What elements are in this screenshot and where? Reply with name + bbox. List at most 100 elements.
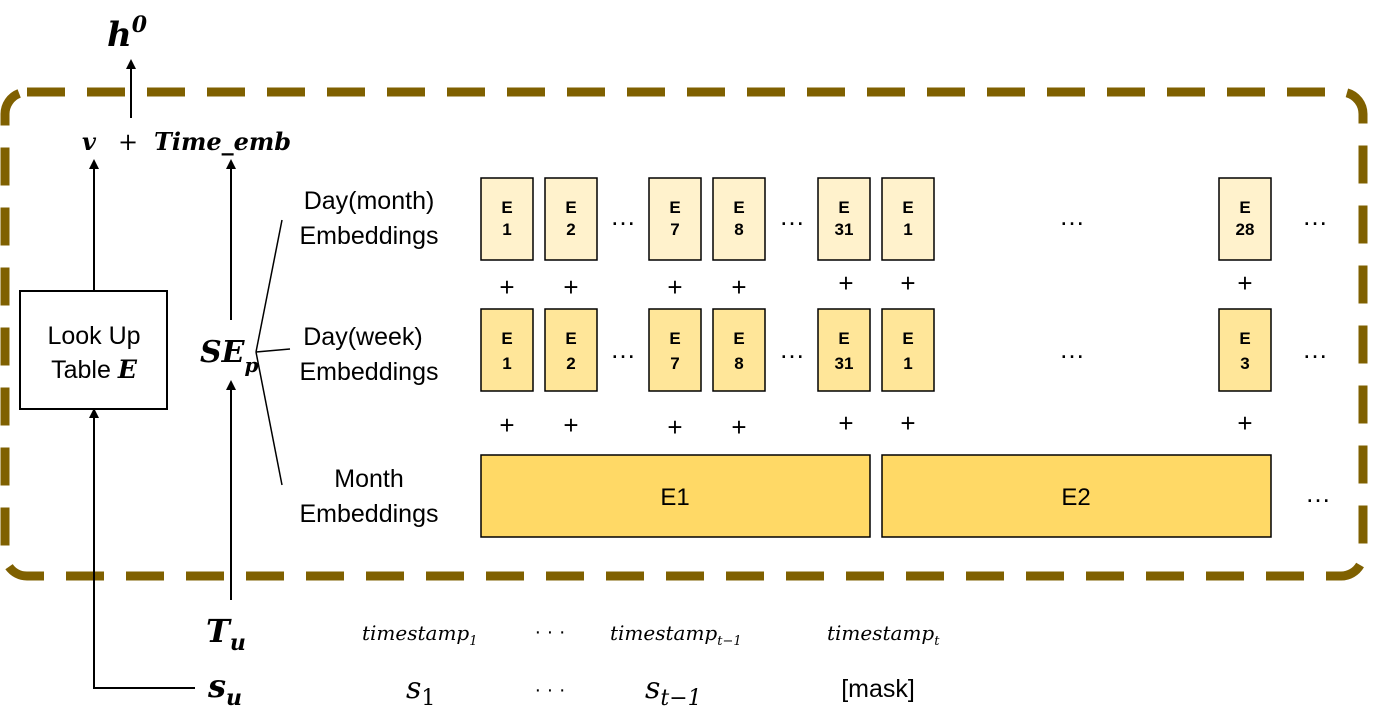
output-h0: h0 <box>107 12 148 55</box>
svg-text:28: 28 <box>1236 220 1255 239</box>
day-week-row: E 1 E 2 … E 7 E 8 … E 31 E 1 … <box>480 308 1328 392</box>
plus-sign: + <box>563 272 578 302</box>
day-month-ellipsis: … <box>610 201 636 231</box>
month-label-2: Embeddings <box>300 500 439 528</box>
plus-sign: + <box>838 268 853 298</box>
svg-text:E: E <box>902 198 913 217</box>
month-row: E1 E2 … <box>480 454 1331 538</box>
day-week-cell: E 3 <box>1218 308 1272 392</box>
svg-text:E1: E1 <box>660 484 689 511</box>
svg-text:1: 1 <box>903 354 912 373</box>
day-month-ellipsis: … <box>779 201 805 231</box>
day-week-cell: E 31 <box>817 308 871 392</box>
svg-text:E: E <box>733 329 744 348</box>
day-month-cell: E 31 <box>817 177 871 261</box>
svg-text:8: 8 <box>734 354 743 373</box>
plus-sign: + <box>667 272 682 302</box>
day-week-label-1: Day(week) <box>303 323 422 351</box>
day-month-cell: E 28 <box>1218 177 1272 261</box>
svg-text:1: 1 <box>502 220 511 239</box>
mask-token: [mask] <box>841 675 915 703</box>
lookup-table-box <box>19 290 168 410</box>
day-month-cell: E 1 <box>881 177 935 261</box>
svg-text:31: 31 <box>835 354 854 373</box>
month-label-1: Month <box>334 465 403 493</box>
day-week-ellipsis: … <box>1302 334 1328 364</box>
embedding-module-border <box>0 87 1368 581</box>
day-week-cell: E 2 <box>544 308 598 392</box>
month-block: E1 <box>480 454 871 538</box>
svg-text:2: 2 <box>566 220 575 239</box>
timestamp-ellipsis: · · · <box>534 621 565 643</box>
plus-sign: + <box>499 410 514 440</box>
svg-text:7: 7 <box>670 220 679 239</box>
month-ellipsis: … <box>1305 478 1331 508</box>
plus-sign: + <box>499 272 514 302</box>
svg-text:31: 31 <box>835 220 854 239</box>
svg-text:E: E <box>565 198 576 217</box>
day-week-label-2: Embeddings <box>300 358 439 386</box>
plus-sign: + <box>667 412 682 442</box>
day-week-ellipsis: … <box>610 334 636 364</box>
svg-text:E: E <box>669 329 680 348</box>
svg-text:E: E <box>838 198 849 217</box>
fan-line-day-week <box>255 348 291 353</box>
timestamp-t-minus-1: timestampt−1 <box>610 621 742 649</box>
day-month-label-1: Day(month) <box>304 187 435 215</box>
plus-sign: + <box>900 268 915 298</box>
timestamp-1: timestamp1 <box>362 621 478 649</box>
plus-sign: + <box>563 410 578 440</box>
time-input-label: Tu <box>206 612 246 656</box>
day-month-cell: E 2 <box>544 177 598 261</box>
day-week-cell: E 1 <box>881 308 935 392</box>
day-month-ellipsis: … <box>1302 201 1328 231</box>
day-week-cell: E 8 <box>712 308 766 392</box>
svg-text:E: E <box>733 198 744 217</box>
day-week-ellipsis: … <box>779 334 805 364</box>
svg-text:E: E <box>902 329 913 348</box>
v-symbol: v <box>82 127 97 156</box>
svg-text:8: 8 <box>734 220 743 239</box>
svg-text:2: 2 <box>566 354 575 373</box>
sequence-ellipsis: · · · <box>534 679 565 701</box>
plus-sign: + <box>1237 408 1252 438</box>
svg-text:7: 7 <box>670 354 679 373</box>
svg-text:3: 3 <box>1240 354 1249 373</box>
plus-sign: + <box>731 412 746 442</box>
day-month-cell: E 7 <box>648 177 702 261</box>
lookup-line1: Look Up <box>47 322 140 350</box>
svg-text:1: 1 <box>903 220 912 239</box>
svg-text:E: E <box>669 198 680 217</box>
day-week-cell: E 7 <box>648 308 702 392</box>
plus-row-1: + + + + + + + <box>499 268 1252 302</box>
day-month-cell: E 1 <box>480 177 534 261</box>
svg-text:E: E <box>1239 198 1250 217</box>
day-month-row: E 1 E 2 … E 7 E 8 … E 31 E 1 … <box>480 177 1328 261</box>
su-to-lookup-line <box>93 418 195 689</box>
timestamp-t: timestampt <box>827 621 940 649</box>
plus-row-2: + + + + + + + <box>499 408 1252 442</box>
plus-sign: + <box>838 408 853 438</box>
svg-text:E: E <box>1239 329 1250 348</box>
svg-text:E: E <box>501 198 512 217</box>
fan-line-day-month <box>255 219 283 353</box>
svg-text:E: E <box>838 329 849 348</box>
day-month-label-2: Embeddings <box>300 222 439 250</box>
combine-plus: + <box>118 128 138 156</box>
sep-label: SEp <box>200 335 259 377</box>
fan-line-month <box>255 351 283 486</box>
time-emb-label: Time_emb <box>154 127 291 156</box>
svg-text:1: 1 <box>502 354 511 373</box>
svg-text:E: E <box>501 329 512 348</box>
day-week-ellipsis: … <box>1059 334 1085 364</box>
plus-sign: + <box>900 408 915 438</box>
plus-sign: + <box>1237 268 1252 298</box>
lookup-line2: Table E <box>51 355 138 384</box>
sequence-item-t-minus-1: st−1 <box>645 671 702 711</box>
month-block: E2 <box>881 454 1272 538</box>
svg-text:E2: E2 <box>1061 484 1090 511</box>
day-week-cell: E 1 <box>480 308 534 392</box>
day-month-ellipsis: … <box>1059 201 1085 231</box>
day-month-cell: E 8 <box>712 177 766 261</box>
